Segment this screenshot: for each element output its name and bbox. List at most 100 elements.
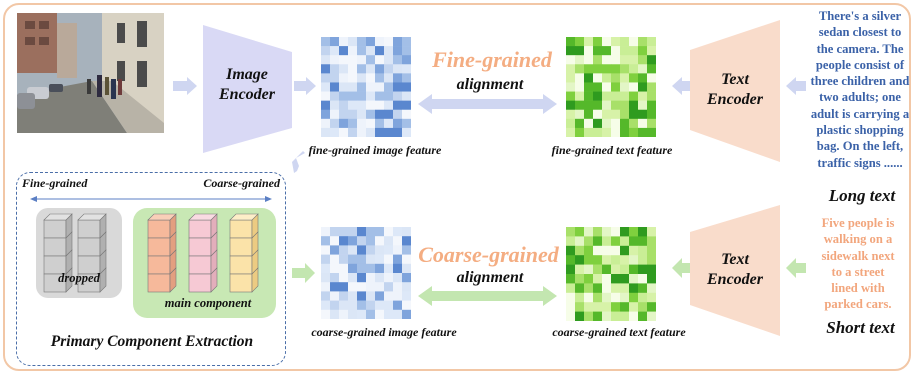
heatmap-cell xyxy=(620,118,630,129)
cube xyxy=(77,231,107,257)
fine-text-feature-map xyxy=(566,37,656,137)
heatmap-cell xyxy=(393,37,403,47)
heatmap-cell xyxy=(384,118,394,129)
heatmap-cell xyxy=(575,292,585,303)
heatmap-cell xyxy=(366,300,376,311)
heatmap-cell xyxy=(593,46,603,56)
dropped-label: dropped xyxy=(58,271,100,285)
heatmap-cell xyxy=(348,273,358,283)
heatmap-cell xyxy=(566,118,576,129)
heatmap-cell xyxy=(339,82,349,92)
heatmap-cell xyxy=(620,100,630,111)
heatmap-cell xyxy=(638,91,648,101)
heatmap-cell xyxy=(375,309,385,319)
heatmap-cell xyxy=(602,283,612,294)
heatmap-cell xyxy=(339,55,349,65)
fine-image-feature-caption: fine-grained image feature xyxy=(308,143,442,157)
heatmap-cell xyxy=(620,245,630,256)
heatmap-cell xyxy=(348,245,358,255)
heatmap-cell xyxy=(593,236,603,247)
heatmap-cell xyxy=(321,127,331,137)
heatmap-cell xyxy=(647,37,656,47)
heatmap-cell xyxy=(339,73,349,83)
heatmap-cell xyxy=(384,227,394,237)
heatmap-cell xyxy=(375,109,385,120)
heatmap-cell xyxy=(602,311,612,321)
heatmap-cell xyxy=(629,236,639,247)
heatmap-cell xyxy=(566,109,576,120)
heatmap-cell xyxy=(366,91,376,101)
heatmap-cell xyxy=(638,82,648,92)
heatmap-cell xyxy=(330,227,340,237)
heatmap-cell xyxy=(638,302,648,312)
heatmap-cell xyxy=(402,91,411,101)
heatmap-cell xyxy=(393,291,403,301)
heatmap-cell xyxy=(647,127,656,137)
heatmap-cell xyxy=(611,109,621,120)
heatmap-cell xyxy=(584,311,594,321)
heatmap-cell xyxy=(393,273,403,283)
heatmap-cell xyxy=(593,292,603,303)
heatmap-cell xyxy=(393,46,403,56)
heatmap-cell xyxy=(357,82,367,92)
heatmap-cell xyxy=(366,127,376,137)
heatmap-cell xyxy=(339,109,349,120)
heatmap-cell xyxy=(321,64,331,74)
heatmap-cell xyxy=(393,300,403,311)
heatmap-cell xyxy=(611,283,621,294)
heatmap-cell xyxy=(566,46,576,56)
heatmap-cell xyxy=(611,118,621,129)
heatmap-cell xyxy=(593,64,603,74)
heatmap-cell xyxy=(348,282,358,292)
heatmap-cell xyxy=(584,100,594,111)
heatmap-cell xyxy=(575,37,585,47)
heatmap-cell xyxy=(348,73,358,83)
heatmap-cell xyxy=(402,291,411,301)
heatmap-cell xyxy=(375,118,385,129)
heatmap-cell xyxy=(647,82,656,92)
fine-grained-heading: Fine-grained xyxy=(432,47,552,72)
heatmap-cell xyxy=(611,64,621,74)
coarse-image-feature-caption: coarse-grained image feature xyxy=(311,325,457,339)
heatmap-cell xyxy=(393,82,403,92)
heatmap-cell xyxy=(339,309,349,319)
heatmap-cell xyxy=(339,236,349,246)
image-encoder-shape xyxy=(203,25,292,153)
heatmap-cell xyxy=(384,282,394,292)
heatmap-cell xyxy=(357,227,367,237)
heatmap-cell xyxy=(575,236,585,247)
heatmap-cell xyxy=(566,236,576,247)
heatmap-cell xyxy=(330,282,340,292)
heatmap-cell xyxy=(348,64,358,74)
heatmap-cell xyxy=(611,264,621,275)
heatmap-cell xyxy=(384,100,394,111)
heatmap-cell xyxy=(330,300,340,311)
heatmap-cell xyxy=(330,309,340,319)
heatmap-cell xyxy=(339,227,349,237)
heatmap-cell xyxy=(375,64,385,74)
heatmap-cell xyxy=(593,73,603,83)
heatmap-cell xyxy=(375,300,385,311)
heatmap-cell xyxy=(620,46,630,56)
heatmap-cell xyxy=(348,109,358,120)
heatmap-cell xyxy=(602,55,612,65)
cube xyxy=(188,267,218,293)
heatmap-cell xyxy=(357,109,367,120)
heatmap-cell xyxy=(584,109,594,120)
heatmap-cell xyxy=(566,82,576,92)
heatmap-cell xyxy=(575,311,585,321)
heatmap-cell xyxy=(620,55,630,65)
heatmap-cell xyxy=(348,55,358,65)
heatmap-cell xyxy=(638,245,648,256)
cube xyxy=(43,213,73,239)
heatmap-cell xyxy=(393,55,403,65)
heatmap-cell xyxy=(393,227,403,237)
heatmap-cell xyxy=(602,274,612,284)
heatmap-cell xyxy=(638,118,648,129)
cube xyxy=(43,267,73,293)
coarse-grained-heading: Coarse-grained xyxy=(418,242,559,267)
heatmap-cell xyxy=(330,254,340,265)
heatmap-cell xyxy=(366,282,376,292)
heatmap-cell xyxy=(393,91,403,101)
